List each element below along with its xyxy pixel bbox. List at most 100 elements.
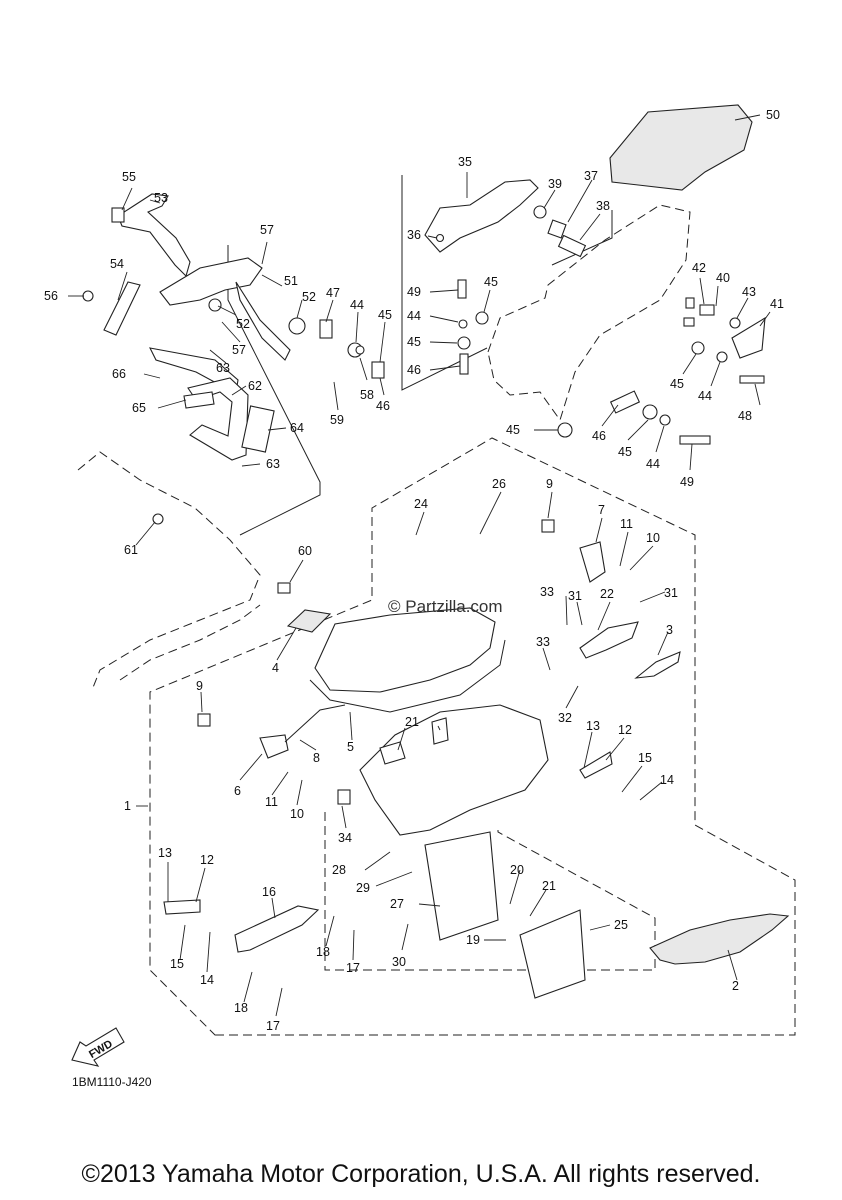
part-2-pad (649, 913, 790, 965)
callout-60: 60 (298, 544, 312, 558)
callout-18b: 18 (234, 1001, 248, 1015)
callout-57b: 57 (232, 343, 246, 357)
callout-30: 30 (392, 955, 406, 969)
callout-45e: 45 (506, 423, 520, 437)
callout-13a: 13 (586, 719, 600, 733)
callout-24: 24 (414, 497, 428, 511)
upper-case-outline (487, 204, 691, 422)
callout-45c: 45 (670, 377, 684, 391)
callout-31a: 31 (568, 589, 582, 603)
callout-12a: 12 (618, 723, 632, 737)
callout-15b: 15 (170, 957, 184, 971)
callout-17a: 17 (346, 961, 360, 975)
watermark: © Partzilla.com (388, 597, 503, 616)
diagram-code: 1BM1110-J420 (72, 1075, 152, 1089)
callout-59: 59 (330, 413, 344, 427)
part-35-bracket (424, 179, 539, 253)
callout-39: 39 (548, 177, 562, 191)
callout-65: 65 (132, 401, 146, 415)
callout-44c: 44 (646, 457, 660, 471)
callout-21a: 21 (405, 715, 419, 729)
saddlebag-body (359, 704, 549, 836)
callout-35: 35 (458, 155, 472, 169)
callout-33a: 33 (540, 585, 554, 599)
callout-numbers: 50 35 37 39 38 36 49 45 44 45 46 42 40 4… (44, 108, 784, 1033)
callout-2: 2 (732, 979, 739, 993)
part-50-pad (609, 104, 753, 191)
callout-19: 19 (466, 933, 480, 947)
callout-46c: 46 (376, 399, 390, 413)
callout-33b: 33 (536, 635, 550, 649)
callout-52a: 52 (236, 317, 250, 331)
callout-63b: 63 (266, 457, 280, 471)
callout-41: 41 (770, 297, 784, 311)
callout-14a: 14 (660, 773, 674, 787)
copyright-notice: ©2013 Yamaha Motor Corporation, U.S.A. A… (81, 1160, 761, 1188)
callout-27: 27 (390, 897, 404, 911)
callout-4: 4 (272, 661, 279, 675)
callout-55: 55 (122, 170, 136, 184)
latch-hardware (152, 513, 613, 999)
part-4-plate (286, 609, 332, 633)
callout-20: 20 (510, 863, 524, 877)
fwd-label: FWD (87, 1038, 115, 1061)
callout-32: 32 (558, 711, 572, 725)
part-5-seal (309, 639, 506, 713)
callout-29: 29 (356, 881, 370, 895)
part-22-reflector (579, 621, 639, 659)
bracket-assembly-left (82, 193, 306, 461)
callout-53: 53 (154, 191, 168, 205)
callout-10b: 10 (290, 807, 304, 821)
callout-49a: 49 (407, 285, 421, 299)
callout-63a: 63 (216, 361, 230, 375)
callout-14b: 14 (200, 973, 214, 987)
callout-6: 6 (234, 784, 241, 798)
callout-9b: 9 (196, 679, 203, 693)
callout-66: 66 (112, 367, 126, 381)
callout-46b: 46 (592, 429, 606, 443)
callout-1: 1 (124, 799, 131, 813)
callout-44d: 44 (350, 298, 364, 312)
callout-9a: 9 (546, 477, 553, 491)
callout-51: 51 (284, 274, 298, 288)
fwd-direction-marker: FWD (71, 1027, 125, 1067)
callout-28: 28 (332, 863, 346, 877)
callout-13b: 13 (158, 846, 172, 860)
part-1-lid (314, 607, 496, 693)
saddlebag-group-boundary (149, 437, 796, 1036)
callout-22: 22 (600, 587, 614, 601)
callout-54: 54 (110, 257, 124, 271)
callout-17b: 17 (266, 1019, 280, 1033)
callout-43: 43 (742, 285, 756, 299)
callout-26: 26 (492, 477, 506, 491)
hardware-upper-right (319, 205, 766, 445)
callout-52b: 52 (302, 290, 316, 304)
callout-45f: 45 (378, 308, 392, 322)
callout-3: 3 (666, 623, 673, 637)
callout-18a: 18 (316, 945, 330, 959)
callout-61: 61 (124, 543, 138, 557)
callout-57a: 57 (260, 223, 274, 237)
callout-34: 34 (338, 831, 352, 845)
callout-8: 8 (313, 751, 320, 765)
callout-38: 38 (596, 199, 610, 213)
callout-21b: 21 (542, 879, 556, 893)
callout-40: 40 (716, 271, 730, 285)
callout-25: 25 (614, 918, 628, 932)
callout-44b: 44 (698, 389, 712, 403)
callout-10a: 10 (646, 531, 660, 545)
callout-31b: 31 (664, 586, 678, 600)
leader-lines (68, 114, 771, 1017)
callout-50: 50 (766, 108, 780, 122)
callout-12b: 12 (200, 853, 214, 867)
callout-16: 16 (262, 885, 276, 899)
callout-44a: 44 (407, 309, 421, 323)
callout-58: 58 (360, 388, 374, 402)
callout-49b: 49 (680, 475, 694, 489)
callout-45d: 45 (618, 445, 632, 459)
callout-11b: 11 (265, 795, 278, 809)
callout-46a: 46 (407, 363, 421, 377)
callout-56: 56 (44, 289, 58, 303)
callout-48: 48 (738, 409, 752, 423)
